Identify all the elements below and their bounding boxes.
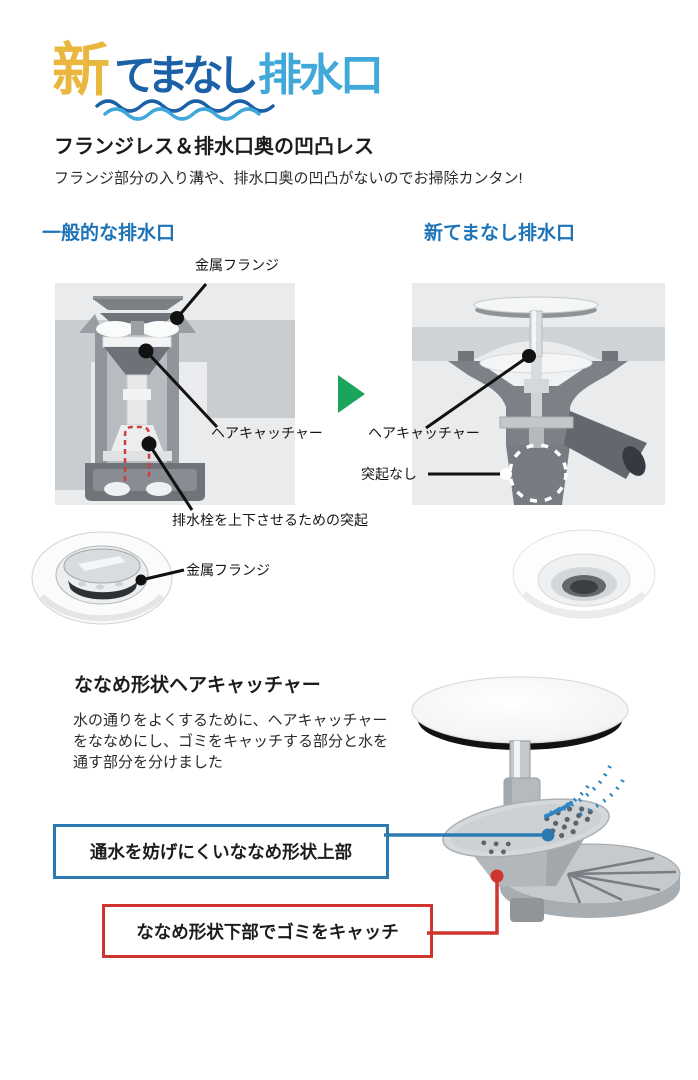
photo-temanashi-drain xyxy=(512,529,656,619)
plug-stem xyxy=(473,296,599,448)
logo-text-new: 新 xyxy=(52,38,111,103)
protrusion-dashed-outline xyxy=(123,425,151,481)
brand-logo: 新 てまなし 排水口 xyxy=(52,38,384,103)
callout-catch-lower: ななめ形状下部でゴミをキャッチ xyxy=(102,904,433,958)
bottom-stub xyxy=(510,898,544,922)
product-hair-catcher-image xyxy=(411,676,681,922)
no-protrusion-dotted-circle xyxy=(508,443,568,503)
left-column-title: 一般的な排水口 xyxy=(42,223,176,244)
right-column-title: 新てまなし排水口 xyxy=(424,223,576,244)
wave-icon xyxy=(95,99,275,121)
diagram-temanashi-drain xyxy=(412,283,665,505)
section2-description: 水の通りをよくするために、ヘアキャッチャーをななめにし、ゴミをキャッチする部分と… xyxy=(73,712,389,771)
callout-slanted-upper: 通水を妨げにくいななめ形状上部 xyxy=(53,824,389,879)
section1-description: フランジ部分の入り溝や、排水口奥の凹凸がないのでお掃除カンタン! xyxy=(54,170,523,187)
label-hair-catcher-right: ヘアキャッチャー xyxy=(368,425,480,441)
section2-heading: ななめ形状ヘアキャッチャー xyxy=(74,675,321,696)
label-hair-catcher-left: ヘアキャッチャー xyxy=(211,425,323,441)
logo-text-temanashi: てまなし xyxy=(114,52,259,99)
callout-catch-lower-text: ななめ形状下部でゴミをキャッチ xyxy=(136,921,399,942)
label-no-protrusion: 突起なし xyxy=(361,466,417,482)
chrome-stem xyxy=(509,740,531,784)
section1-heading: フランジレス＆排水口奥の凹凸レス xyxy=(54,136,374,158)
diagram-generic-drain xyxy=(55,283,295,505)
counter-slab xyxy=(412,327,665,361)
plug-cap xyxy=(411,676,629,750)
label-metal-flange: 金属フランジ xyxy=(195,257,279,273)
callout-slanted-upper-text: 通水を妨げにくいななめ形状上部 xyxy=(89,842,353,862)
metal-flange-shape xyxy=(93,296,183,337)
water-flow-solid-marks xyxy=(544,801,573,818)
photo-metal-flange-drain xyxy=(31,531,173,625)
water-flow-dotted-arrows xyxy=(549,765,625,818)
label-metal-flange-photo: 金属フランジ xyxy=(186,562,270,578)
slanted-top-plate xyxy=(442,798,610,858)
label-protrusion: 排水栓を上下させるための突起 xyxy=(172,512,368,528)
logo-text-haisuiko: 排水口 xyxy=(257,51,384,100)
arrow-right-icon xyxy=(338,375,365,413)
